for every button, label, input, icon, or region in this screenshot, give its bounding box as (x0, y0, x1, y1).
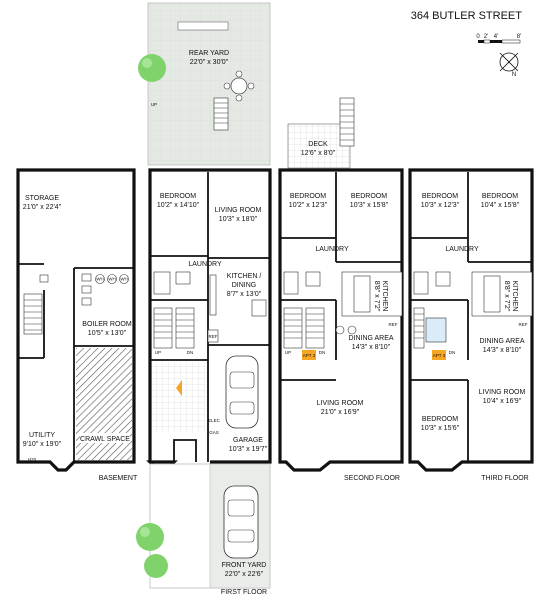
room-bedroom-dims: 10'2" x 14'10" (157, 202, 200, 209)
room-storage-dims: 21'0" x 22'4" (23, 204, 62, 211)
room-kitchen-name: KITCHEN (381, 281, 388, 312)
third-floor-plan: APT 3 REF DN BEDROOM 10'3" x 12'3" BEDRO… (408, 168, 534, 472)
first-floor-plan: BEDROOM 10'2" x 14'10" LIVING ROOM 10'3"… (146, 168, 272, 472)
room-bedroom-name: BEDROOM (290, 193, 326, 200)
room-dining-dims: 14'3" x 8'10" (352, 344, 391, 351)
car-icon (225, 355, 259, 429)
room-bedroom2-dims: 10'4" x 15'8" (481, 202, 520, 209)
floor-label-basement: BASEMENT (99, 475, 138, 482)
room-storage-name: STORAGE (25, 195, 59, 202)
room-laundry-name: LAUNDRY (445, 246, 479, 253)
room-utility-name: UTILITY (29, 432, 55, 439)
room-bedroom3-name: BEDROOM (422, 416, 458, 423)
dn-label: DN (319, 350, 326, 355)
dn-label: DN (187, 350, 194, 355)
room-dining-dims: 14'3" x 8'10" (483, 347, 522, 354)
room-bedroom-name: BEDROOM (422, 193, 458, 200)
fixture-wh: WH (108, 277, 116, 282)
room-crawl-space-name: CRAWL SPACE (80, 436, 130, 443)
room-bedroom3-dims: 10'3" x 15'6" (421, 425, 460, 432)
room-living-name: LIVING ROOM (317, 400, 364, 407)
car-icon (223, 485, 259, 559)
up-label: UP (151, 102, 157, 107)
scale-tick: 0 (476, 34, 480, 40)
rear-yard: REAR YARD 22'0" x 30'0" UP (147, 2, 271, 166)
basement-stair-icon (23, 293, 43, 335)
room-living-name: LIVING ROOM (479, 389, 526, 396)
rear-yard-label: REAR YARD (189, 50, 229, 57)
second-floor-stair-icon (283, 307, 325, 349)
room-living-name: LIVING ROOM (215, 207, 262, 214)
room-kitchen-name: KITCHEN (511, 281, 518, 312)
room-kitchen-name: KITCHEN / (227, 273, 262, 280)
deck-stair-icon (339, 97, 355, 147)
room-dining-name: DINING AREA (479, 338, 524, 345)
room-kitchen-name2: DINING (232, 282, 257, 289)
room-bedroom2-name: BEDROOM (351, 193, 387, 200)
room-kitchen-dims: 8'8" x 7'2" (503, 281, 510, 312)
deck-dims: 12'6" x 8'0" (301, 150, 336, 157)
tree-icon (138, 54, 166, 82)
room-bedroom2-name: BEDROOM (482, 193, 518, 200)
room-boiler-dims: 10'5" x 13'0" (88, 330, 127, 337)
fixture-wh: WH (96, 277, 104, 282)
room-laundry-name: LAUNDRY (188, 261, 222, 268)
room-dining-name: DINING AREA (348, 335, 393, 342)
first-floor-stair-icon (153, 307, 195, 349)
up-label: UP (285, 350, 291, 355)
room-living-dims: 10'3" x 18'0" (219, 216, 258, 223)
gas-label: GAS (209, 430, 219, 435)
basement-plan: WH WH WH H20 STORAGE 21'0" x 22'4" BOILE… (12, 168, 136, 472)
floor-label-first: FIRST FLOOR (221, 589, 267, 596)
second-floor-plan: APT 2 REF UP DN BEDROOM 10'2" x 12'3" BE… (278, 168, 404, 472)
front-yard-dims: 22'0" x 22'6" (225, 571, 264, 578)
room-utility-dims: 9'10" x 19'0" (23, 441, 62, 448)
plan-title: 364 BUTLER STREET (411, 10, 523, 22)
scale-bar: 0 2' 4' 8' (476, 34, 521, 44)
front-yard: FRONT YARD 22'0" x 22'6" (149, 463, 271, 589)
room-living-dims: 21'0" x 16'9" (321, 409, 360, 416)
up-label: UP (155, 350, 161, 355)
room-bedroom-name: BEDROOM (160, 193, 196, 200)
fixture-wh: WH (120, 277, 128, 282)
yard-stair-icon (213, 97, 229, 131)
patio-table-icon (223, 70, 255, 102)
room-kitchen-dims: 8'7" x 13'0" (227, 291, 262, 298)
ref-label: REF (389, 322, 398, 327)
ref-label: REF (209, 334, 218, 339)
tree-icon (136, 523, 168, 578)
room-bedroom2-dims: 10'3" x 15'8" (350, 202, 389, 209)
room-laundry-name: LAUNDRY (315, 246, 349, 253)
elec-label: ELEC (208, 418, 221, 423)
apt-badge: APT 3 (433, 353, 446, 358)
floor-label-third: THIRD FLOOR (481, 475, 528, 482)
compass-north-label: N (512, 72, 516, 78)
water-heater-icon: WH WH WH (81, 273, 129, 306)
room-kitchen-dims: 8'8" x 7'2" (373, 281, 380, 312)
deck: DECK 12'6" x 8'0" (287, 97, 355, 169)
rear-yard-dims: 22'0" x 30'0" (190, 59, 229, 66)
room-living-dims: 10'4" x 16'9" (483, 398, 522, 405)
room-bedroom-dims: 10'2" x 12'3" (289, 202, 328, 209)
scale-tick: 2' (484, 34, 488, 40)
floor-label-second: SECOND FLOOR (344, 475, 400, 482)
scale-tick: 4' (494, 34, 498, 40)
apt-badge: APT 2 (303, 353, 316, 358)
room-bedroom-dims: 10'3" x 12'3" (421, 202, 460, 209)
compass-icon: N (499, 52, 519, 78)
ref-label: REF (519, 322, 528, 327)
room-boiler-name: BOILER ROOM (82, 321, 132, 328)
scale-tick: 8' (517, 34, 521, 40)
front-yard-name: FRONT YARD (222, 562, 267, 569)
room-garage-dims: 10'3" x 19'7" (229, 446, 268, 453)
fixture-h20: H20 (28, 457, 37, 462)
third-floor-stair-icon (413, 307, 425, 349)
deck-label: DECK (308, 141, 328, 148)
room-garage-name: GARAGE (233, 437, 263, 444)
dn-label: DN (449, 350, 456, 355)
